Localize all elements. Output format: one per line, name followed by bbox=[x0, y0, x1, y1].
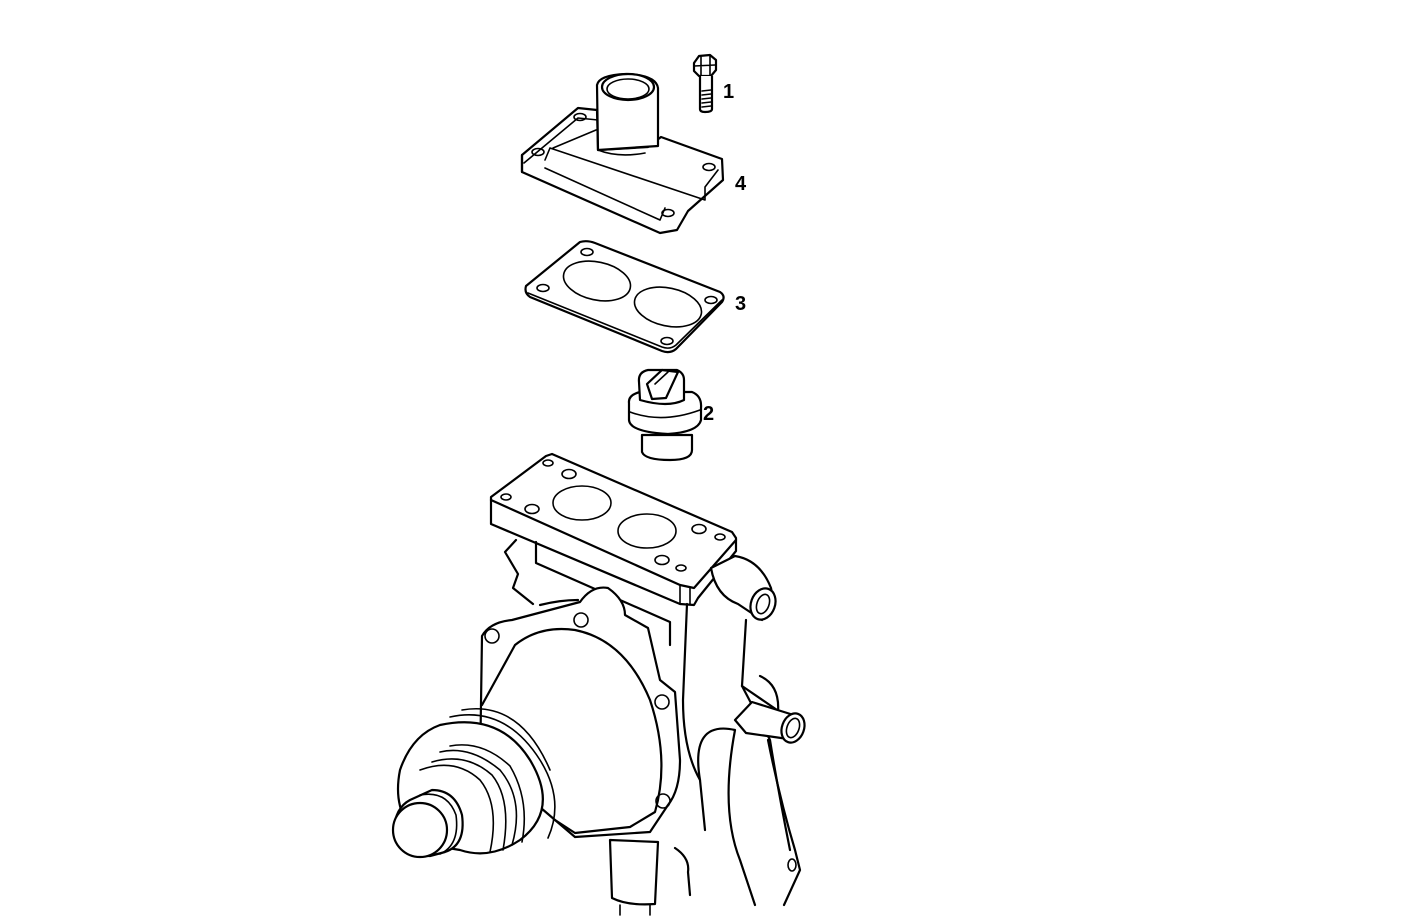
gasket-part bbox=[524, 240, 725, 354]
callout-2: 2 bbox=[703, 403, 715, 425]
callout-1: 1 bbox=[723, 81, 735, 103]
bolt-part bbox=[692, 53, 718, 114]
thermostat-part bbox=[627, 368, 703, 462]
pulley bbox=[391, 708, 556, 859]
water-pump-housing bbox=[391, 452, 806, 916]
callout-3: 3 bbox=[735, 293, 747, 315]
callout-4: 4 bbox=[735, 173, 747, 195]
thermostat-cover-part bbox=[520, 72, 725, 235]
